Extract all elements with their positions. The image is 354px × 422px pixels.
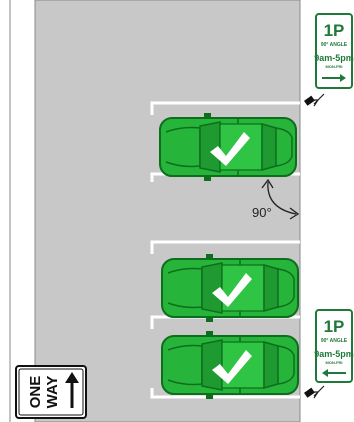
sign-panel xyxy=(315,309,353,383)
sign-pole-icon xyxy=(304,385,325,399)
sign-main-text: 1P xyxy=(324,21,345,40)
one-way-text-way: WAY xyxy=(44,376,61,409)
sign-main-text: 1P xyxy=(324,317,345,336)
sign-hours-text: 9am-5pm xyxy=(314,53,354,63)
parking-sign-top: 1P 90° ANGLE 9am-5pm MON-FRI xyxy=(304,13,354,107)
arrow-right-icon xyxy=(322,74,346,82)
angle-arc xyxy=(267,181,297,215)
one-way-text-one: ONE xyxy=(27,376,44,409)
car xyxy=(161,330,299,400)
angle-label: 90° xyxy=(252,205,272,220)
one-way-sign: ONE WAY xyxy=(15,365,87,419)
sign-angle-text: 90° ANGLE xyxy=(321,338,348,344)
parking-sign-bottom: 1P 90° ANGLE 9am-5pm MON-FRI xyxy=(304,309,354,399)
angle-arrow-right-icon xyxy=(289,207,300,220)
sign-days-text: MON-FRI xyxy=(325,360,342,365)
arrow-up-icon xyxy=(65,372,79,408)
car xyxy=(161,253,299,323)
sign-days-text: MON-FRI xyxy=(325,64,342,69)
sign-pole-icon xyxy=(304,93,325,107)
bay-line xyxy=(150,240,300,254)
sign-hours-text: 9am-5pm xyxy=(314,349,354,359)
bay-line xyxy=(150,388,300,399)
one-way-inner-border xyxy=(18,368,84,416)
bay-line xyxy=(150,101,300,115)
left-footpath xyxy=(0,0,10,422)
arrow-left-icon xyxy=(322,369,346,377)
sign-panel xyxy=(315,13,353,89)
sign-angle-text: 90° ANGLE xyxy=(321,42,348,48)
car xyxy=(159,112,297,182)
angle-arrow-up-icon xyxy=(261,178,274,189)
